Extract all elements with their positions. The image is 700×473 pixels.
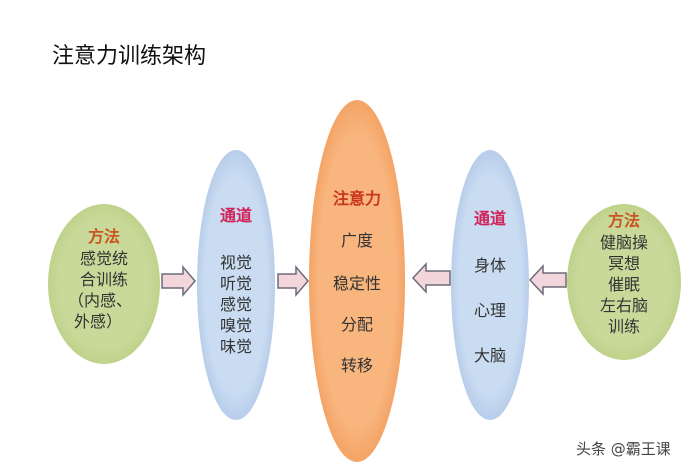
center-item: 分配: [340, 315, 374, 334]
right-method-line: 健脑操: [599, 233, 649, 252]
right-method-line: 催眠: [607, 275, 641, 294]
center-heading: 注意力: [332, 189, 382, 208]
left-method-line: 外感）: [73, 312, 123, 331]
left-channel-item: 味觉: [219, 337, 253, 356]
center-attention-ellipse: [309, 100, 405, 462]
page-title: 注意力训练架构: [52, 44, 207, 69]
left-method-heading: 方法: [87, 227, 121, 246]
arrow-left-icon: [528, 264, 567, 296]
left-method-line: （内感、: [67, 291, 133, 310]
right-channel-item: 大脑: [473, 346, 507, 365]
right-channel-item: 心理: [473, 301, 507, 320]
arrow-left-icon: [411, 262, 451, 294]
left-channel-item: 嗅觉: [219, 316, 253, 335]
arrow-right-icon: [277, 264, 309, 298]
left-method-line: 感觉统: [79, 249, 129, 268]
right-method-heading: 方法: [607, 211, 641, 230]
right-channel-item: 身体: [473, 256, 507, 275]
center-item: 转移: [340, 356, 374, 375]
left-method-ellipse: [48, 204, 160, 364]
center-item: 稳定性: [332, 274, 382, 293]
arrow-right-icon: [161, 264, 196, 298]
right-method-line: 训练: [607, 317, 641, 336]
left-method-line: 合训练: [79, 270, 129, 289]
right-method-ellipse: [567, 204, 681, 360]
watermark: 头条 @霸王课: [576, 440, 671, 458]
center-item: 广度: [340, 231, 374, 250]
left-channel-ellipse: [197, 150, 275, 420]
left-channel-heading: 通道: [219, 206, 253, 225]
right-method-line: 左右脑: [599, 296, 649, 315]
right-channel-ellipse: [451, 150, 529, 420]
right-method-line: 冥想: [607, 254, 641, 273]
left-channel-item: 感觉: [219, 295, 253, 314]
left-channel-item: 视觉: [219, 253, 253, 272]
left-channel-item: 听觉: [219, 274, 253, 293]
right-channel-heading: 通道: [473, 209, 507, 228]
